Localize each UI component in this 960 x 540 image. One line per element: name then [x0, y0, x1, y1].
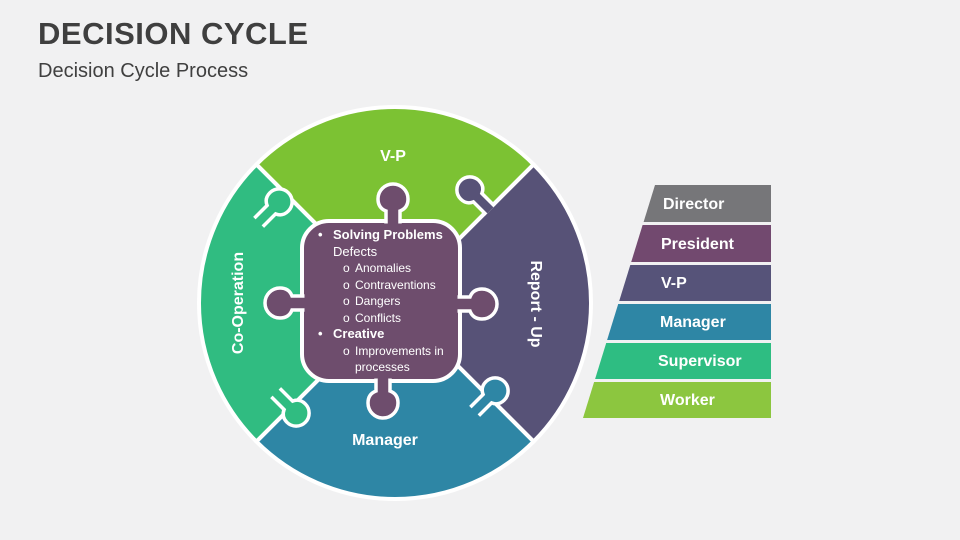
- circle-bullet-icon: o: [343, 310, 350, 325]
- circle-bullet-icon: o: [343, 294, 350, 308]
- bullet-icon: •: [318, 326, 323, 341]
- quadrant-label-manager: Manager: [352, 432, 418, 449]
- pyramid-label-worker: Worker: [660, 392, 715, 409]
- center-tab-left-icon: [263, 286, 309, 320]
- knob-left-into-top-icon: [253, 187, 294, 228]
- pyramid-row-supervisor: [595, 343, 771, 379]
- pyramid-row-vp: [619, 265, 771, 301]
- list-item: • Solving Problems: [312, 227, 462, 244]
- quadrant-label-cooperation: Co-Operation: [230, 252, 247, 354]
- circle-bullet-icon: o: [343, 277, 350, 292]
- list-item: Defects: [312, 244, 462, 261]
- list-item: o Conflicts: [343, 310, 402, 325]
- pyramid-label-manager: Manager: [660, 314, 726, 331]
- page-title: DECISION CYCLE: [38, 16, 309, 51]
- center-tab-right-icon: [453, 287, 499, 321]
- list-item: o Dangers: [343, 294, 401, 308]
- list-item: • Creative: [312, 326, 462, 343]
- quadrant-label-vp: V-P: [380, 148, 406, 165]
- pyramid-label-director: Director: [663, 196, 724, 213]
- pyramid-row-manager: [607, 304, 771, 340]
- pyramid-label-supervisor: Supervisor: [658, 353, 742, 370]
- pyramid-label-vp: V-P: [661, 275, 687, 292]
- list-item: o Anomalies: [343, 261, 412, 275]
- knob-left-into-bottom-icon: [270, 387, 311, 428]
- knob-right-into-top-icon: [455, 175, 496, 216]
- knob-bottom-into-right-icon: [469, 376, 510, 417]
- center-tab-top-icon: [376, 182, 410, 228]
- list-item: o Contraventions: [343, 277, 436, 292]
- hierarchy-pyramid: Director President V-P Manager Superviso…: [583, 185, 771, 418]
- pyramid-row-director: [643, 185, 771, 222]
- bullet-icon: [312, 244, 333, 261]
- center-piece-text: • Solving Problems Defects o Anomalies o…: [312, 227, 462, 376]
- center-piece-inner: [304, 223, 458, 379]
- pyramid-row-president: [631, 225, 771, 262]
- pyramid-label-president: President: [661, 236, 735, 253]
- page-subtitle: Decision Cycle Process: [38, 60, 249, 82]
- bullet-icon: •: [318, 227, 323, 242]
- pyramid-row-worker: [583, 382, 771, 418]
- circle-bullet-icon: o: [343, 343, 350, 358]
- list-item: o Improvements in processes: [343, 343, 444, 375]
- circle-bullet-icon: o: [343, 261, 350, 275]
- quadrant-label-reportup: Report - Up: [527, 260, 544, 347]
- center-tab-bottom-icon: [366, 374, 400, 420]
